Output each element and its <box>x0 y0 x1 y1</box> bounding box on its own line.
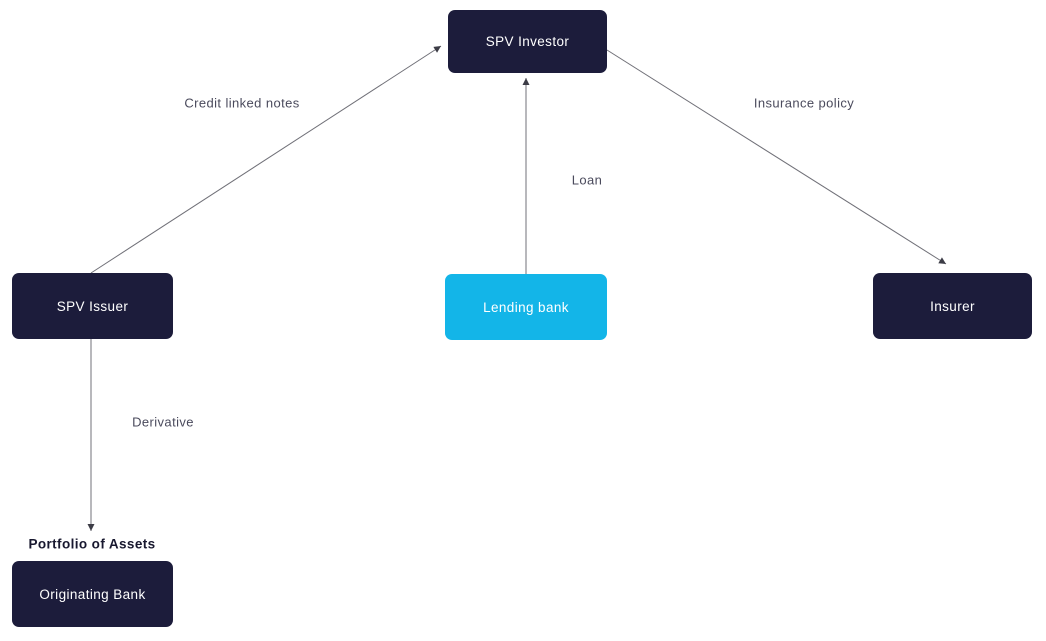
node-insurer-label: Insurer <box>930 298 975 314</box>
arrow-credit-linked-notes <box>90 45 442 274</box>
edge-label-insurance-policy: Insurance policy <box>753 95 855 111</box>
node-spv-investor: SPV Investor <box>448 10 607 73</box>
node-spv-investor-label: SPV Investor <box>485 34 570 49</box>
edge-label-credit-linked-notes: Credit linked notes <box>184 95 300 111</box>
arrow-insurance-policy <box>606 49 947 265</box>
node-originating-bank: Originating Bank <box>12 561 173 627</box>
node-originating-bank-label: Originating Bank <box>39 586 146 602</box>
node-insurer: Insurer <box>873 273 1032 339</box>
edge-label-portfolio-of-assets: Portfolio of Assets <box>28 536 156 552</box>
node-lending-bank: Lending bank <box>445 274 607 340</box>
edge-label-derivative: Derivative <box>132 414 194 430</box>
node-spv-issuer-label: SPV Issuer <box>56 298 129 314</box>
node-spv-issuer: SPV Issuer <box>12 273 173 339</box>
edge-label-loan: Loan <box>571 172 603 188</box>
node-lending-bank-label: Lending bank <box>483 299 569 315</box>
